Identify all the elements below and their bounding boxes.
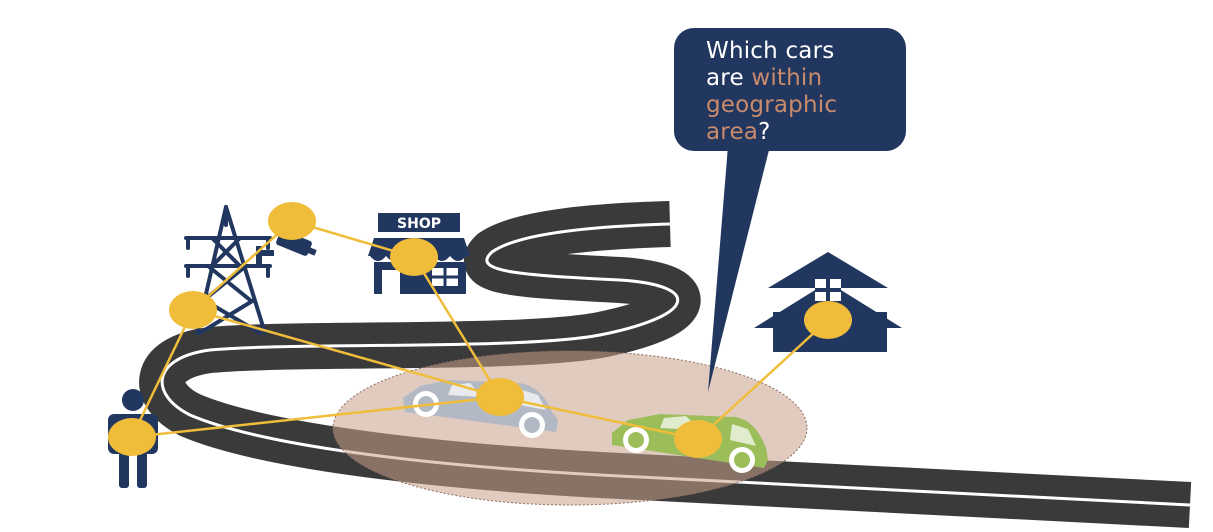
node-tower: [169, 291, 217, 329]
network-edges: [130, 219, 829, 441]
node-shop: [390, 238, 438, 276]
callout-bubble: [674, 28, 906, 392]
callout-line-2-prefix: are: [706, 65, 752, 91]
edge: [192, 220, 293, 311]
callout-text: Which cars are within geographic area?: [706, 38, 896, 146]
callout-line-4: area?: [706, 119, 896, 146]
node-gray-car: [476, 378, 524, 416]
callout-question-mark: ?: [758, 119, 771, 145]
edge: [131, 395, 501, 439]
edge: [412, 256, 502, 398]
callout-highlight-within: within: [751, 65, 823, 91]
callout-line-2: are within: [706, 65, 896, 92]
node-green-car: [674, 420, 722, 458]
node-camera: [268, 202, 316, 240]
network-nodes: [108, 202, 852, 458]
edge: [130, 309, 195, 438]
node-person: [108, 418, 156, 456]
callout-line-1: Which cars: [706, 38, 835, 64]
shop-sign-text: SHOP: [397, 216, 441, 232]
callout-highlight-geographic: geographic: [706, 92, 838, 118]
edge: [192, 308, 501, 399]
edge: [697, 319, 829, 440]
edge: [499, 395, 699, 441]
node-house: [804, 301, 852, 339]
callout-highlight-area: area: [706, 119, 759, 145]
